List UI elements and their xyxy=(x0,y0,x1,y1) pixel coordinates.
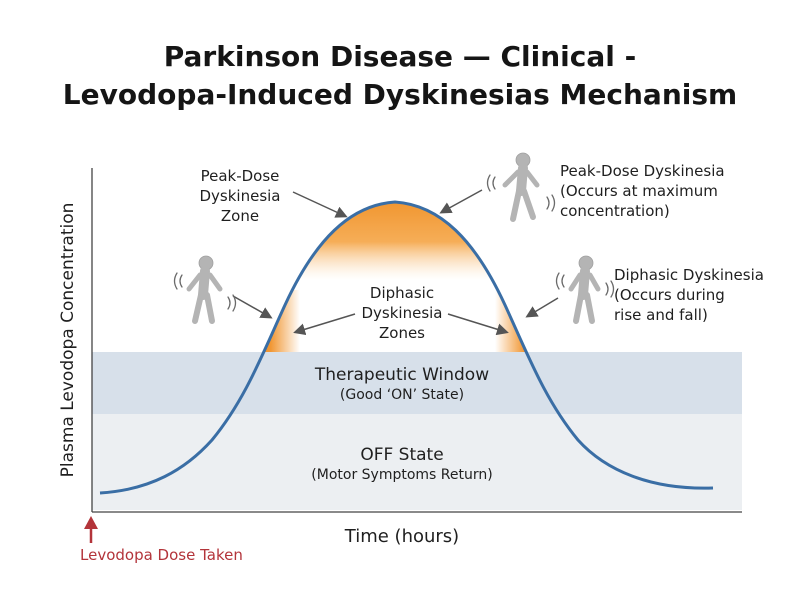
off-state-label: OFF State (Motor Symptoms Return) xyxy=(311,445,492,485)
diphasic-zone-label-line: Diphasic xyxy=(369,284,435,302)
peak-zone-label: Peak-Dose Dyskinesia Zone xyxy=(199,166,280,226)
shaking-figure-icon xyxy=(486,152,556,222)
diphasic-dyskinesia-line: rise and fall) xyxy=(614,306,708,324)
arrow-peak-zone xyxy=(292,191,348,218)
concentration-curve xyxy=(99,200,714,495)
title-line-2: Levodopa-Induced Dyskinesias Mechanism xyxy=(62,78,738,111)
peak-zone-label-line: Dyskinesia xyxy=(199,187,281,205)
off-state-title: OFF State xyxy=(360,445,444,465)
shaking-figure-icon xyxy=(173,255,237,324)
diphasic-zone-label: Diphasic Dyskinesia Zones xyxy=(361,283,442,343)
arrow-peak-dyskinesia xyxy=(439,189,483,214)
diphasic-dyskinesia-callout: Diphasic Dyskinesia (Occurs during rise … xyxy=(614,265,764,325)
peak-zone-label-line: Zone xyxy=(220,207,260,225)
peak-dose-dyskinesia-line: (Occurs at maximum xyxy=(560,182,718,200)
diphasic-zone-label-line: Dyskinesia xyxy=(361,304,443,322)
diphasic-dyskinesia-line: (Occurs during xyxy=(614,286,725,304)
therapeutic-window-band xyxy=(92,352,742,414)
diphasic-zone-label-line: Zones xyxy=(378,324,426,342)
peak-dose-dyskinesia-callout: Peak-Dose Dyskinesia (Occurs at maximum … xyxy=(560,161,725,221)
arrow-diphasic-zone-right xyxy=(447,313,509,336)
off-state-subtitle: (Motor Symptoms Return) xyxy=(311,467,493,483)
diphasic-dyskinesia-line: Diphasic Dyskinesia xyxy=(614,266,764,284)
therapeutic-window-title: Therapeutic Window xyxy=(314,365,490,385)
peak-dose-dyskinesia-line: Peak-Dose Dyskinesia xyxy=(560,162,725,180)
off-state-band xyxy=(92,414,742,510)
arrow-diphasic-left-figure xyxy=(232,295,273,319)
arrow-diphasic-zone-left xyxy=(293,313,356,336)
therapeutic-window-subtitle: (Good ‘ON’ State) xyxy=(339,387,465,403)
dose-marker-arrow xyxy=(84,516,98,543)
therapeutic-window-label: Therapeutic Window (Good ‘ON’ State) xyxy=(315,365,489,405)
arrow-diphasic-right-figure xyxy=(525,297,559,318)
x-axis-label: Time (hours) xyxy=(344,526,460,547)
y-axis-label: Plasma Levodopa Concentration xyxy=(58,202,78,478)
dose-marker-label: Levodopa Dose Taken xyxy=(80,546,243,564)
peak-zone-label-line: Peak-Dose xyxy=(200,167,280,185)
peak-dose-dyskinesia-line: concentration) xyxy=(560,202,670,220)
shaking-figure-icon xyxy=(555,255,615,324)
title-line-1: Parkinson Disease — Clinical - xyxy=(163,40,637,73)
